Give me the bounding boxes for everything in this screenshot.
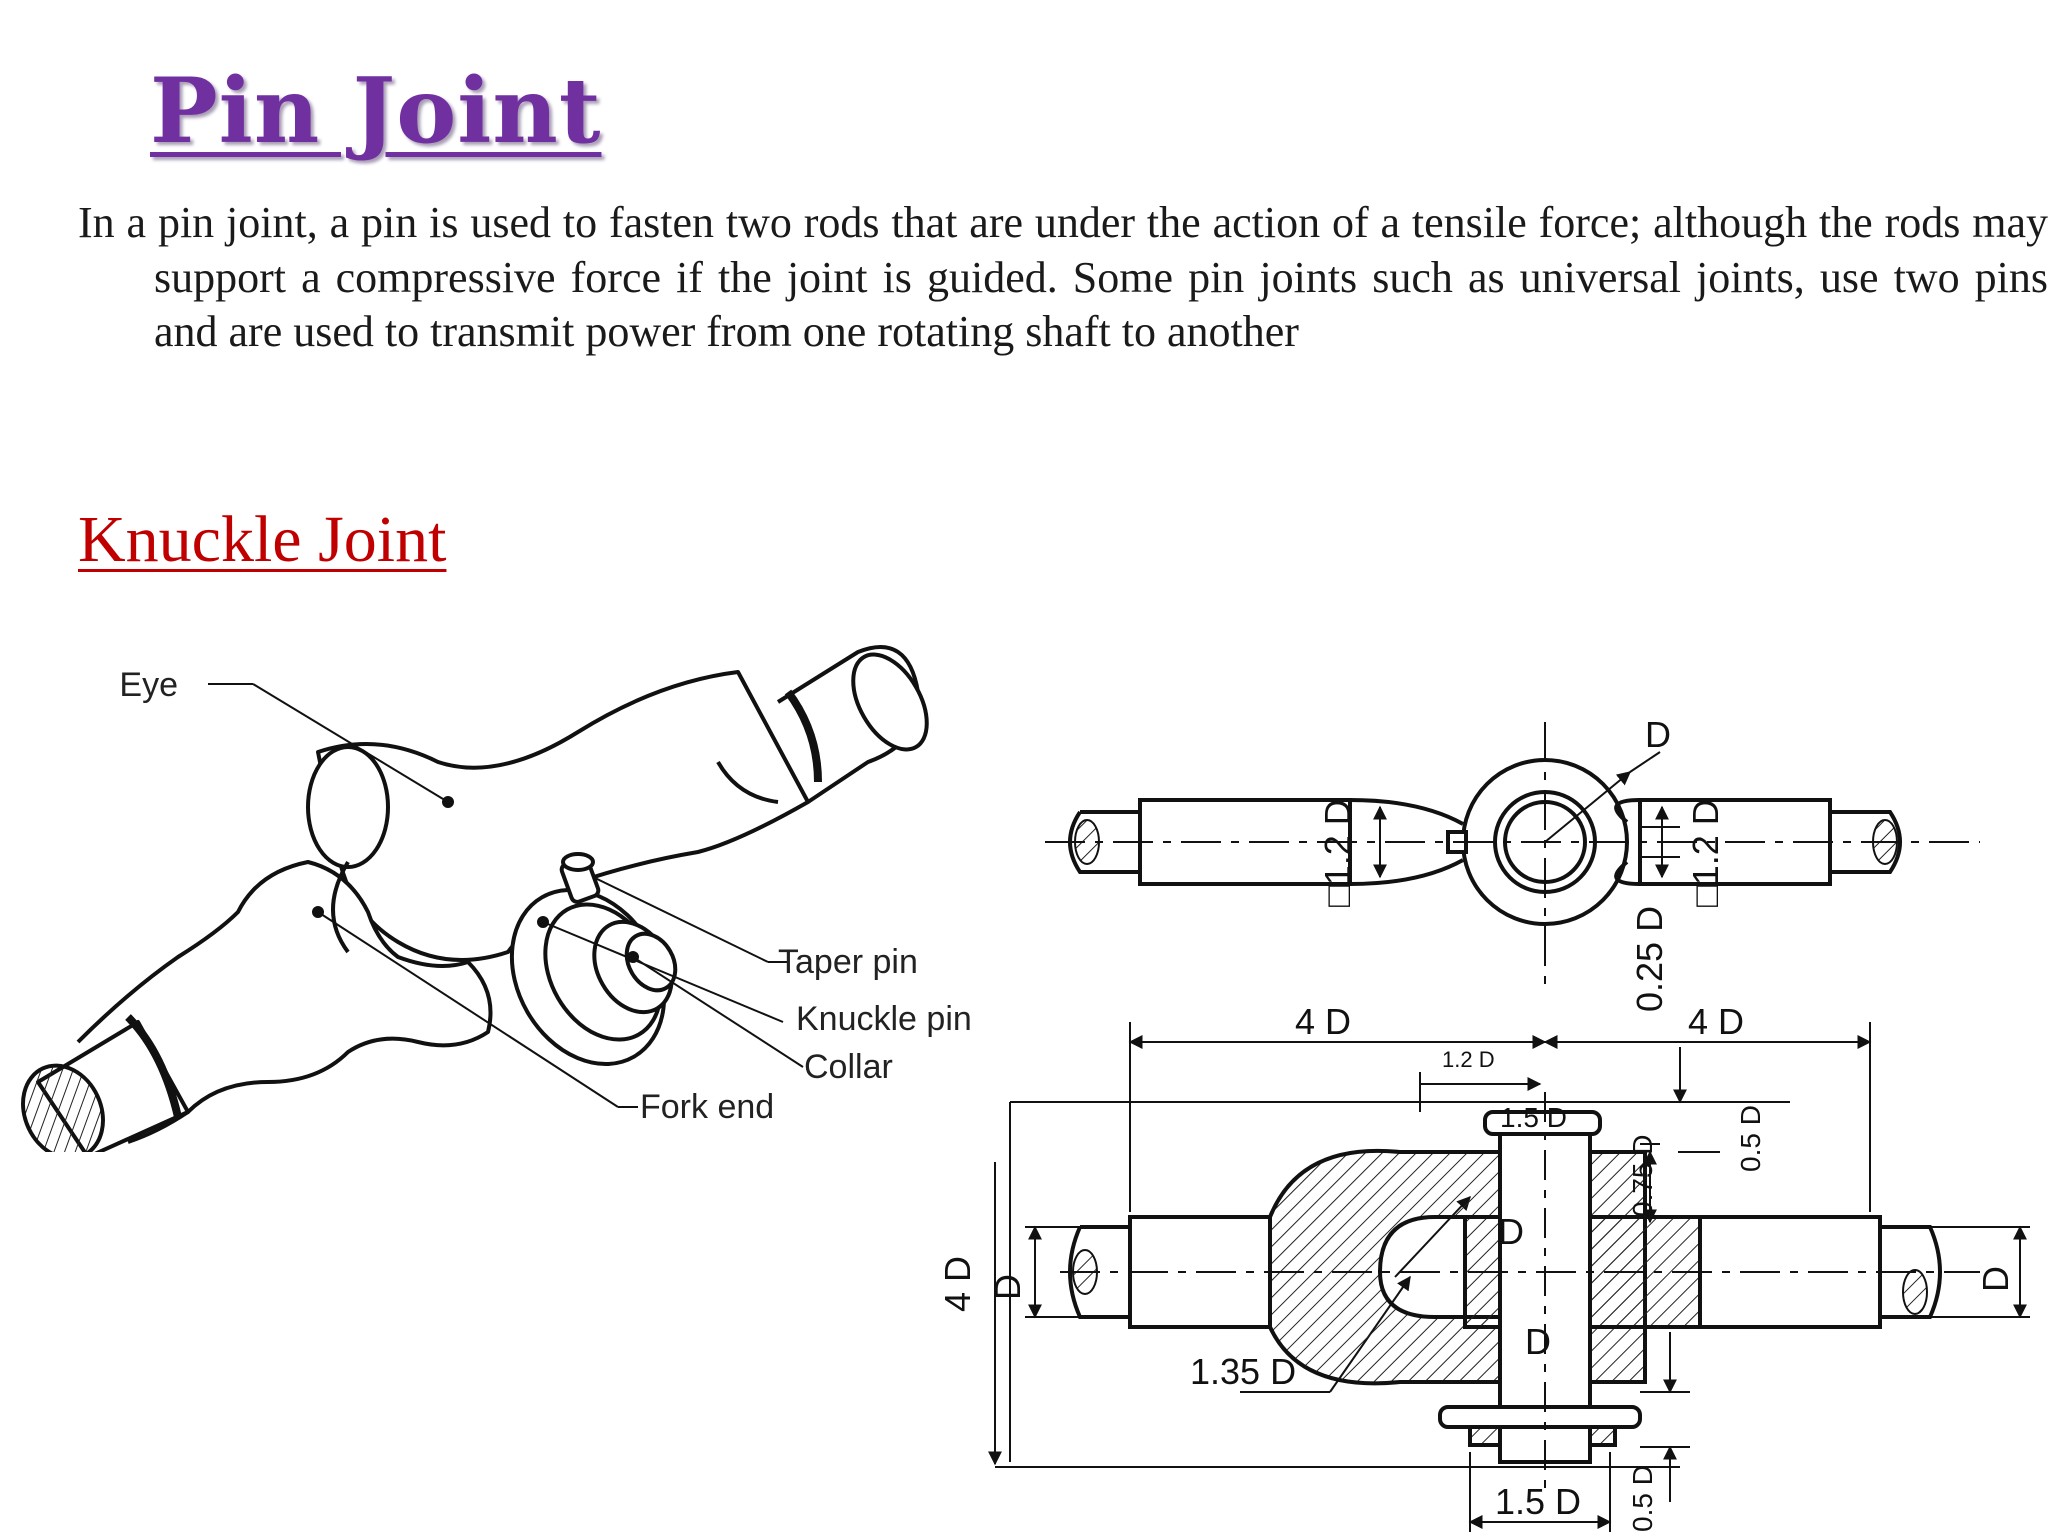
knuckle-joint-dimensioned-drawing: D □1.2 D □1.2 D 0.25 D bbox=[940, 714, 2030, 1532]
dim-d-inner: D bbox=[1498, 1211, 1524, 1252]
dim-d-pin: D bbox=[1525, 1321, 1551, 1362]
dim-three-quarter-d: 0.75 D bbox=[1627, 1135, 1658, 1218]
dim-one-three-five-d: 1.35 D bbox=[1190, 1351, 1296, 1392]
dim-four-d-vert: 4 D bbox=[940, 1256, 978, 1312]
label-collar: Collar bbox=[804, 1048, 893, 1086]
dim-half-d-top: 0.5 D bbox=[1735, 1105, 1766, 1172]
dim-one-five-d-bottom: 1.5 D bbox=[1495, 1481, 1581, 1522]
section-heading: Knuckle Joint bbox=[78, 503, 447, 576]
dim-quarter-d: 0.25 D bbox=[1629, 906, 1670, 1012]
knuckle-joint-isometric-figure: Eye Taper pin Knuckle pin Collar Fork en… bbox=[21, 645, 972, 1152]
dim-four-d-right: 4 D bbox=[1688, 1001, 1744, 1042]
label-taper-pin: Taper pin bbox=[778, 943, 918, 981]
body-paragraph: In a pin joint, a pin is used to fasten … bbox=[78, 198, 2048, 356]
slide-title: Pin Joint bbox=[150, 58, 602, 164]
dim-one-two-d: 1.2 D bbox=[1442, 1047, 1495, 1072]
dim-d-left: D bbox=[987, 1274, 1028, 1300]
label-fork-end: Fork end bbox=[640, 1088, 774, 1126]
dim-sq-right: □1.2 D bbox=[1685, 799, 1726, 907]
dim-one-five-d-top: 1.5 D bbox=[1500, 1102, 1567, 1133]
dim-d-top: D bbox=[1645, 714, 1671, 755]
label-knuckle-pin: Knuckle pin bbox=[796, 1000, 972, 1038]
dim-d-right: D bbox=[1975, 1266, 2016, 1292]
dim-sq-left: □1.2 D bbox=[1317, 799, 1358, 907]
dim-four-d-left: 4 D bbox=[1295, 1001, 1351, 1042]
dim-half-d-bottom: 0.5 D bbox=[1627, 1465, 1658, 1532]
label-eye: Eye bbox=[119, 666, 178, 704]
